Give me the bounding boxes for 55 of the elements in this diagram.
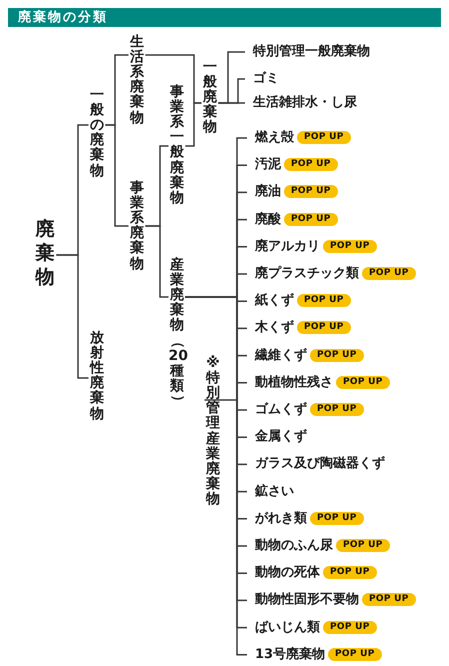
- waste-type-label: 鉱さい: [247, 482, 294, 501]
- tree-connector: [105, 124, 128, 227]
- waste-type-label: 金属くず: [247, 428, 307, 446]
- waste-type-label: 動物の死体: [247, 564, 320, 582]
- popup-button: POP UP: [362, 267, 416, 280]
- popup-button: POP UP: [310, 349, 364, 362]
- category-label: 一般廃棄物: [202, 60, 218, 136]
- popup-button: POP UP: [284, 185, 338, 198]
- waste-type-label: 紙くず: [247, 292, 294, 310]
- category-label: 放射性廃棄物: [88, 331, 106, 422]
- popup-button: POP UP: [284, 158, 338, 171]
- waste-type-label: 生活雑排水・し尿: [245, 94, 357, 112]
- popup-button: POP UP: [336, 376, 390, 389]
- waste-type-label: ゴムくず: [247, 401, 307, 419]
- waste-type-label: 繊維くず: [247, 346, 307, 365]
- popup-button: POP UP: [297, 321, 351, 334]
- popup-button: POP UP: [328, 648, 382, 661]
- waste-type-label: 13号廃棄物: [247, 646, 326, 664]
- popup-button: POP UP: [336, 539, 390, 552]
- waste-type-label: ゴミ: [245, 70, 279, 88]
- category-label: 生活系廃棄物: [128, 35, 146, 126]
- popup-button: POP UP: [284, 213, 338, 226]
- category-label: 産業廃棄物（20種類）: [168, 258, 186, 410]
- tree-connector: [218, 102, 245, 104]
- tree-connector: [145, 225, 168, 298]
- waste-type-label: 廃アルカリ: [247, 238, 320, 256]
- waste-type-label: 廃プラスチック類: [247, 265, 359, 283]
- popup-button: POP UP: [323, 566, 377, 579]
- waste-type-label: 燃え殻: [247, 129, 294, 147]
- waste-type-label: がれき類: [247, 510, 307, 528]
- waste-type-label: 動植物性残さ: [247, 374, 333, 392]
- waste-type-label: 汚泥: [247, 156, 281, 174]
- waste-type-label: ガラス及び陶磁器くず: [247, 455, 385, 474]
- popup-button: POP UP: [310, 512, 364, 525]
- popup-button: POP UP: [297, 294, 351, 307]
- category-label: ※特別管理産業廃棄物: [204, 356, 222, 508]
- category-label: 廃棄物: [34, 218, 56, 290]
- popup-button: POP UP: [362, 593, 416, 606]
- popup-button: POP UP: [323, 240, 377, 253]
- waste-type-label: ばいじん類: [247, 618, 320, 637]
- category-label: 事業系一般廃棄物: [168, 85, 186, 206]
- tree-connector: [56, 254, 88, 379]
- waste-type-label: 動物性固形不要物: [247, 591, 359, 610]
- category-label: 事業系廃棄物: [128, 181, 146, 272]
- waste-type-label: 特別管理一般廃棄物: [245, 43, 370, 61]
- popup-button: POP UP: [310, 403, 364, 416]
- tree-connector: [185, 102, 202, 147]
- waste-type-label: 廃酸: [247, 210, 281, 229]
- popup-button: POP UP: [323, 621, 377, 634]
- waste-type-label: 廃油: [247, 183, 281, 202]
- category-label: 一般の廃棄物: [88, 88, 106, 179]
- waste-type-label: 木くず: [247, 319, 294, 338]
- title-bar: 廃棄物の分類: [8, 8, 441, 27]
- waste-type-label: 動物のふん尿: [247, 537, 333, 555]
- popup-button: POP UP: [297, 131, 351, 144]
